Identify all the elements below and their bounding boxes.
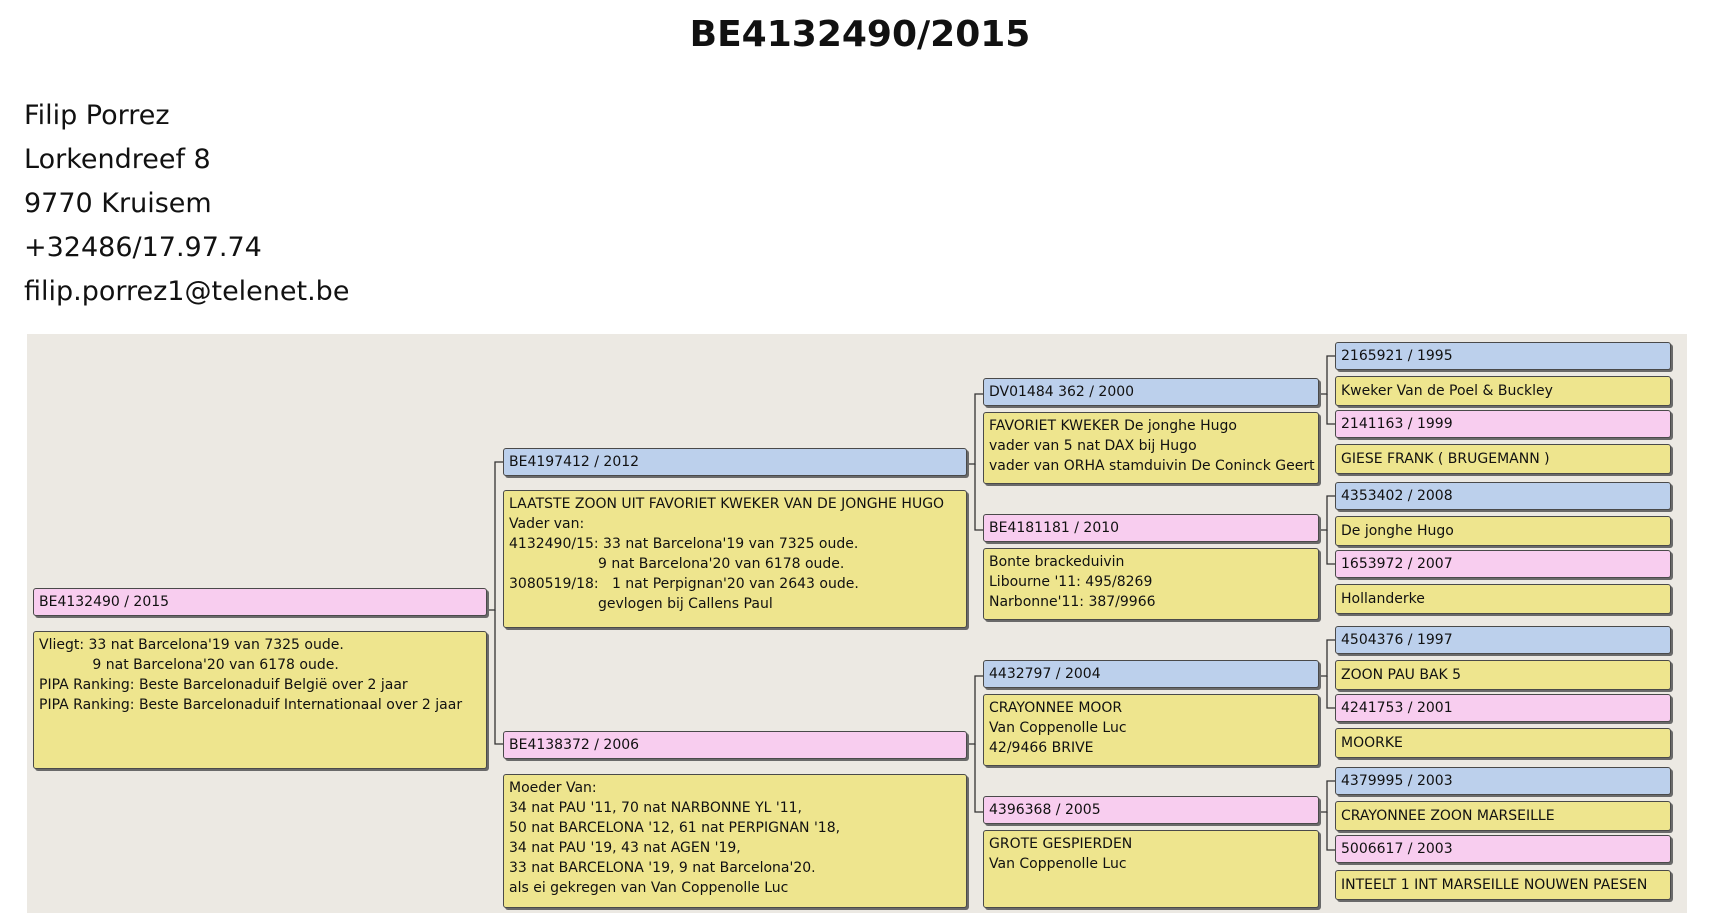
subject-note-line: PIPA Ranking: Beste Barcelonaduif België… [39, 677, 408, 693]
great-grandparent-note: Hollanderke [1335, 584, 1671, 614]
pedigree-title: BE4132490/2015 [689, 14, 1031, 55]
dam-notes: Moeder Van: 34 nat PAU '11, 70 nat NARBO… [503, 774, 967, 908]
grandsire-maternal-notes: CRAYONNEE MOOR Van Coppenolle Luc 42/946… [983, 694, 1319, 766]
sire-note-line: 3080519/18: 1 nat Perpignan'20 van 2643 … [509, 576, 859, 592]
pedigree-connector-lines [487, 355, 1335, 851]
dam-note-line: 34 nat PAU '19, 43 nat AGEN '19, [509, 840, 741, 856]
grandparent-note-line: Libourne '11: 495/8269 [989, 574, 1153, 590]
subject-note-line: 9 nat Barcelona'20 van 6178 oude. [39, 657, 339, 673]
subject-notes: Vliegt: 33 nat Barcelona'19 van 7325 oud… [33, 631, 487, 769]
sire-note-line: 9 nat Barcelona'20 van 6178 oude. [509, 556, 845, 572]
great-grandparent-ring[interactable]: 2141163 / 1999 [1335, 410, 1671, 438]
subject-note-line: PIPA Ranking: Beste Barcelonaduif Intern… [39, 697, 463, 713]
great-grandparent-note: Kweker Van de Poel & Buckley [1335, 376, 1671, 406]
grandparent-note-line: vader van 5 nat DAX bij Hugo [989, 438, 1197, 454]
sire-note-line: Vader van: [509, 516, 585, 532]
dam-ring[interactable]: BE4138372 / 2006 [503, 731, 967, 759]
sire-note-line: gevlogen bij Callens Paul [509, 596, 773, 612]
great-grandparent-ring[interactable]: 2165921 / 1995 [1335, 342, 1671, 370]
grandparent-note-line: Bonte brackeduivin [989, 554, 1125, 570]
great-grandparent-note: ZOON PAU BAK 5 [1335, 660, 1671, 690]
great-grandparent-note: MOORKE [1335, 728, 1671, 758]
grandparent-note-line: Van Coppenolle Luc [989, 720, 1127, 736]
granddam-maternal-ring[interactable]: 4396368 / 2005 [983, 796, 1319, 824]
great-grandparent-ring[interactable]: 5006617 / 2003 [1335, 835, 1671, 863]
dam-note-line: 33 nat BARCELONA '19, 9 nat Barcelona'20… [509, 860, 816, 876]
great-grandparent-ring[interactable]: 4353402 / 2008 [1335, 482, 1671, 510]
great-grandparent-note: De jonghe Hugo [1335, 516, 1671, 546]
dam-note-line: Moeder Van: [509, 780, 597, 796]
pedigree-chart: BE4132490 / 2015 Vliegt: 33 nat Barcelon… [27, 334, 1687, 913]
great-grandparent-ring[interactable]: 4379995 / 2003 [1335, 767, 1671, 795]
great-grandparent-ring[interactable]: 4504376 / 1997 [1335, 626, 1671, 654]
sire-notes: LAATSTE ZOON UIT FAVORIET KWEKER VAN DE … [503, 490, 967, 628]
grandparent-note-line: GROTE GESPIERDEN [989, 836, 1133, 852]
grandsire-paternal-ring[interactable]: DV01484 362 / 2000 [983, 378, 1319, 406]
dam-note-line: als ei gekregen van Van Coppenolle Luc [509, 880, 789, 896]
owner-street: Lorkendreef 8 [24, 144, 211, 175]
grandparent-note-line: CRAYONNEE MOOR [989, 700, 1123, 716]
great-grandparent-note: CRAYONNEE ZOON MARSEILLE [1335, 801, 1671, 831]
subject-ring[interactable]: BE4132490 / 2015 [33, 588, 487, 616]
sire-ring[interactable]: BE4197412 / 2012 [503, 448, 967, 476]
great-grandparent-ring[interactable]: 4241753 / 2001 [1335, 694, 1671, 722]
grandsire-maternal-ring[interactable]: 4432797 / 2004 [983, 660, 1319, 688]
owner-city: 9770 Kruisem [24, 188, 212, 219]
great-grandparent-note: INTEELT 1 INT MARSEILLE NOUWEN PAESEN [1335, 870, 1671, 900]
granddam-paternal-notes: Bonte brackeduivin Libourne '11: 495/826… [983, 548, 1319, 620]
owner-info: Filip Porrez Lorkendreef 8 9770 Kruisem … [24, 94, 349, 314]
grandparent-note-line: FAVORIET KWEKER De jonghe Hugo [989, 418, 1237, 434]
subject-note-line: Vliegt: 33 nat Barcelona'19 van 7325 oud… [39, 637, 344, 653]
sire-note-line: 4132490/15: 33 nat Barcelona'19 van 7325… [509, 536, 859, 552]
dam-note-line: 34 nat PAU '11, 70 nat NARBONNE YL '11, [509, 800, 803, 816]
grandparent-note-line: vader van ORHA stamduivin De Coninck Gee… [989, 458, 1315, 474]
owner-name: Filip Porrez [24, 100, 170, 131]
granddam-paternal-ring[interactable]: BE4181181 / 2010 [983, 514, 1319, 542]
grandparent-note-line: 42/9466 BRIVE [989, 740, 1094, 756]
owner-phone: +32486/17.97.74 [24, 232, 262, 263]
great-grandparent-note: GIESE FRANK ( BRUGEMANN ) [1335, 444, 1671, 474]
owner-email: filip.porrez1@telenet.be [24, 276, 350, 307]
grandparent-note-line: Narbonne'11: 387/9966 [989, 594, 1156, 610]
sire-note-line: LAATSTE ZOON UIT FAVORIET KWEKER VAN DE … [509, 496, 945, 512]
great-grandparent-ring[interactable]: 1653972 / 2007 [1335, 550, 1671, 578]
grandsire-paternal-notes: FAVORIET KWEKER De jonghe Hugo vader van… [983, 412, 1319, 484]
granddam-maternal-notes: GROTE GESPIERDEN Van Coppenolle Luc [983, 830, 1319, 908]
dam-note-line: 50 nat BARCELONA '12, 61 nat PERPIGNAN '… [509, 820, 841, 836]
grandparent-note-line: Van Coppenolle Luc [989, 856, 1127, 872]
